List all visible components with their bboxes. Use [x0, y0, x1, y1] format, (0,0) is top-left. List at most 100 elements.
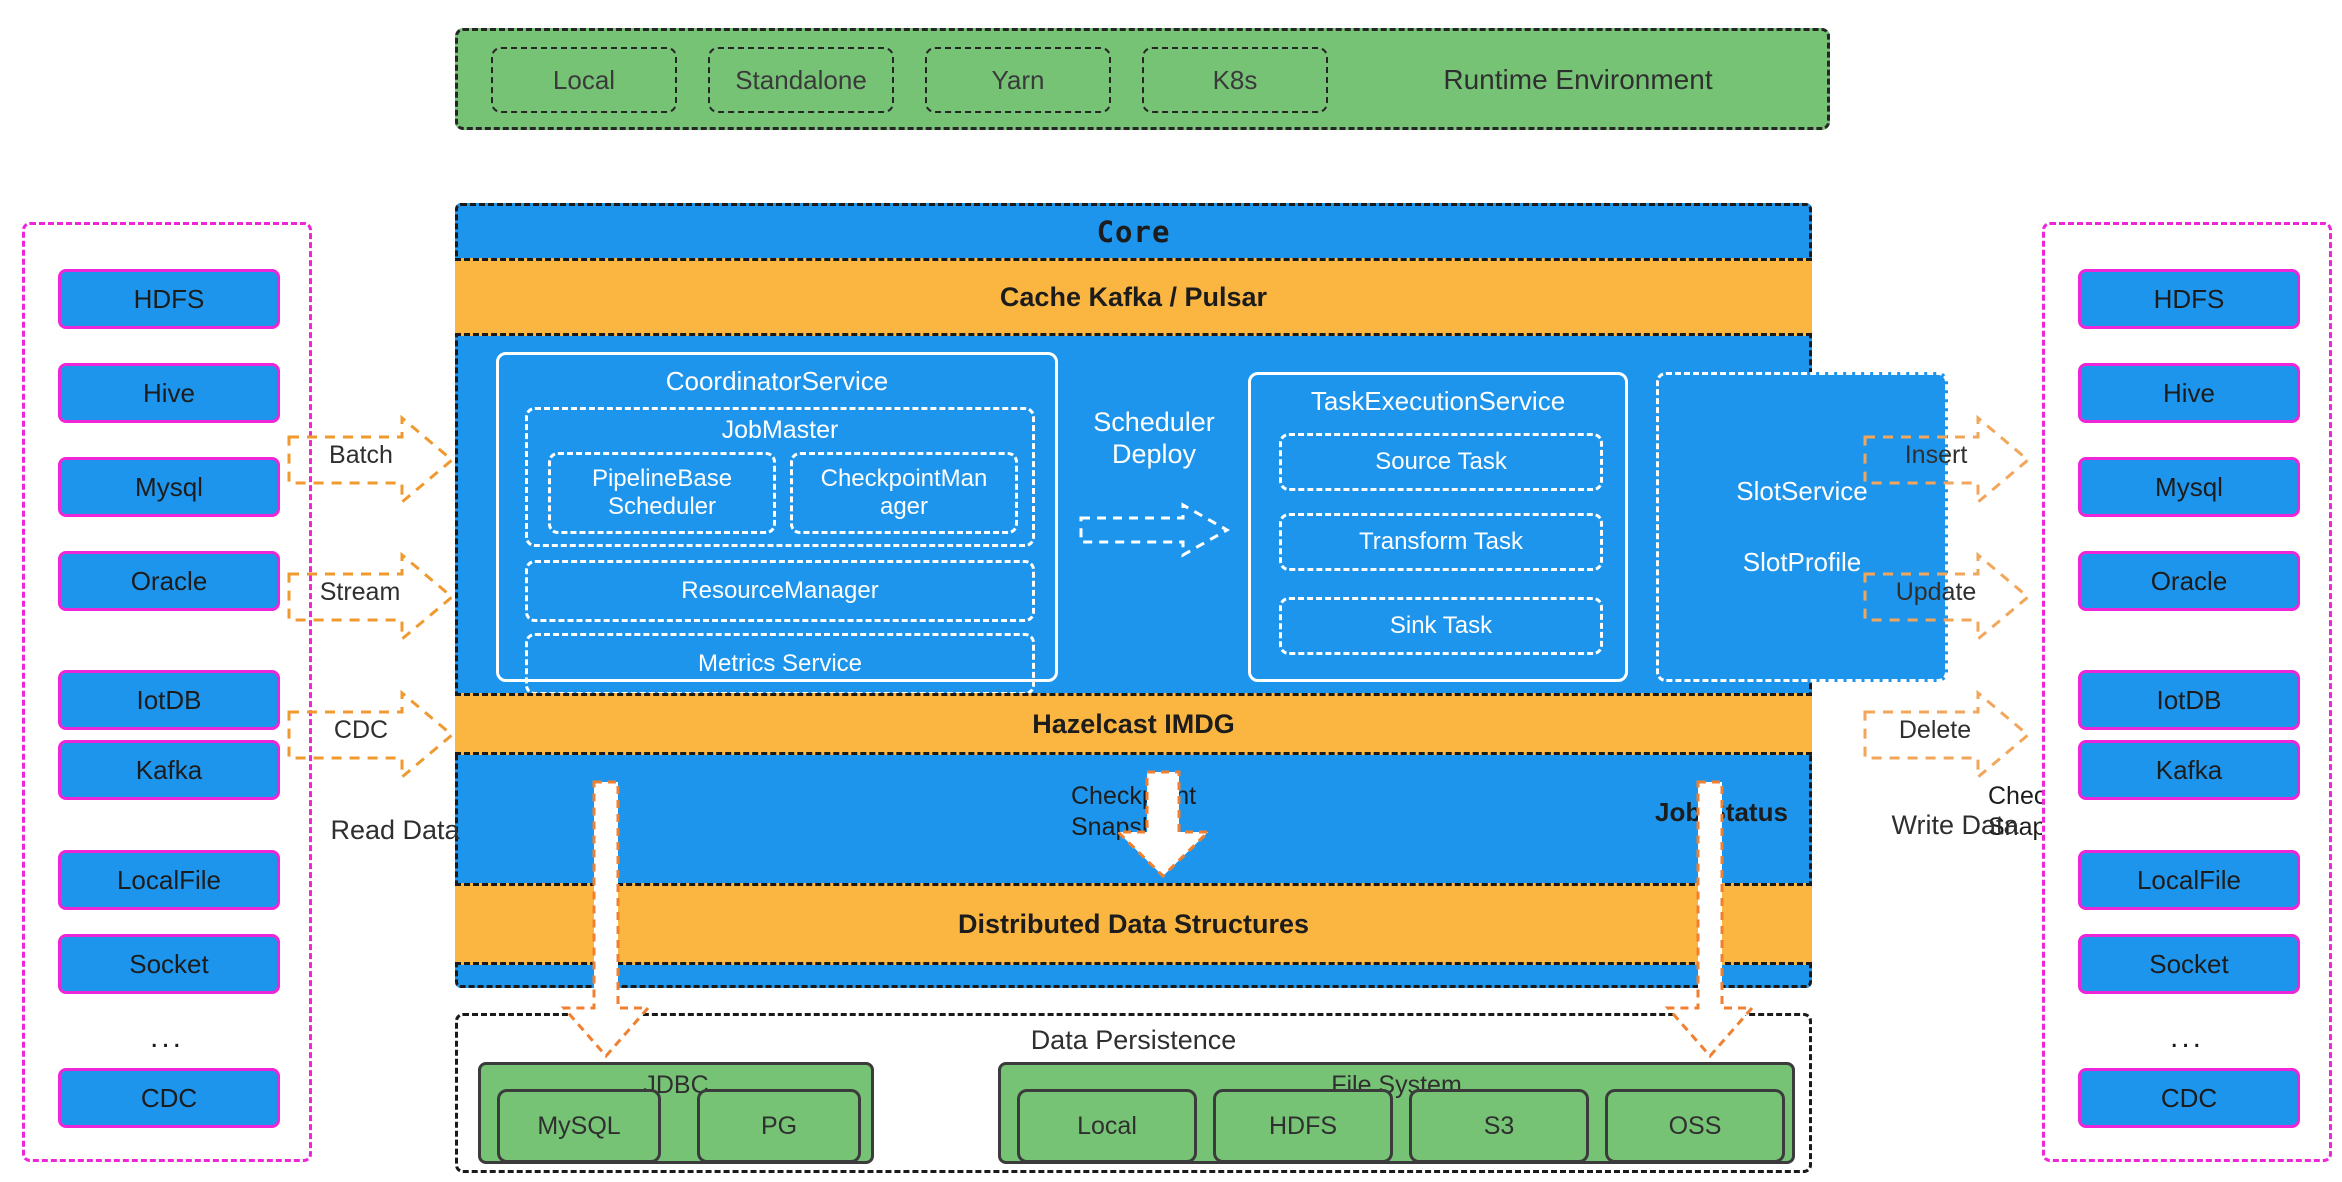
hazelcast-imdg-band: Hazelcast IMDG — [455, 693, 1812, 755]
sink-task-box: Sink Task — [1279, 597, 1603, 655]
file-system-group: File System Local HDFS S3 OSS — [998, 1062, 1795, 1164]
source-connector-cdc[interactable]: CDC — [58, 1068, 280, 1128]
runtime-chip-label: K8s — [1212, 64, 1258, 95]
persistence-chip-label: S3 — [1483, 1111, 1515, 1140]
cache-kafka-pulsar-band: Cache Kafka / Pulsar — [455, 258, 1812, 336]
connector-label: Mysql — [2155, 471, 2223, 502]
source-connector-oracle[interactable]: Oracle — [58, 551, 280, 611]
source-connector-hive[interactable]: Hive — [58, 363, 280, 423]
source-flow-label-stream: Stream — [319, 577, 401, 606]
source-flow-label-cdc: CDC — [333, 715, 389, 744]
task-execution-service-title: TaskExecutionService — [1310, 385, 1566, 416]
source-flow-arrow-stream — [287, 552, 455, 642]
sink-connector-hive[interactable]: Hive — [2078, 363, 2300, 423]
slot-service-panel: SlotService SlotProfile — [1656, 372, 1948, 682]
scheduler-deploy-arrow — [1079, 502, 1230, 558]
connector-label: Kafka — [2155, 754, 2223, 785]
checkpoint-snapshot-left-arrow — [560, 780, 652, 1059]
source-connector-socket[interactable]: Socket — [58, 934, 280, 994]
sink-connector-kafka[interactable]: Kafka — [2078, 740, 2300, 800]
connector-label: HDFS — [2153, 283, 2225, 314]
sink-connector-localfile[interactable]: LocalFile — [2078, 850, 2300, 910]
sink-ellipsis: ... — [2169, 1021, 2204, 1054]
slot-service-label: SlotService — [1736, 476, 1868, 506]
sink-flow-arrow-delete — [1863, 690, 2031, 780]
sink-connector-oracle[interactable]: Oracle — [2078, 551, 2300, 611]
persistence-chip-label: MySQL — [537, 1111, 621, 1140]
jobmaster-panel: JobMaster PipelineBase Scheduler Checkpo… — [525, 407, 1035, 547]
connector-label: IotDB — [2156, 684, 2222, 715]
checkpoint-manager-box: CheckpointManager — [790, 452, 1018, 534]
persistence-chip-label: HDFS — [1268, 1111, 1338, 1140]
sink-flow-arrow-update — [1863, 552, 2031, 642]
sink-flow-label-update: Update — [1895, 577, 1977, 606]
jobmaster-title: JobMaster — [721, 415, 839, 444]
connector-label: Hive — [2162, 377, 2215, 408]
data-persistence-title: Data Persistence — [1030, 1024, 1237, 1055]
connector-label: LocalFile — [2136, 864, 2242, 895]
persistence-chip-label: PG — [760, 1111, 798, 1140]
connector-label: HDFS — [133, 283, 205, 314]
coordinator-service-panel: CoordinatorService JobMaster PipelineBas… — [496, 352, 1058, 695]
read-data-caption: Read Data — [330, 814, 460, 845]
persistence-chip-mysql[interactable]: MySQL — [497, 1089, 661, 1163]
runtime-chip-standalone[interactable]: Standalone — [708, 47, 894, 113]
pipelinebase-scheduler-label: PipelineBase Scheduler — [591, 465, 733, 520]
pipelinebase-scheduler-box: PipelineBase Scheduler — [548, 452, 776, 534]
source-connector-localfile[interactable]: LocalFile — [58, 850, 280, 910]
coordinator-service-title: CoordinatorService — [665, 365, 889, 396]
source-flow-arrow-cdc — [287, 690, 455, 780]
persistence-chip-hdfs[interactable]: HDFS — [1213, 1089, 1393, 1163]
connector-label: Oracle — [2150, 565, 2228, 596]
sink-connectors-panel: HDFS Hive Mysql Oracle IotDB Kafka Local… — [2042, 222, 2332, 1162]
task-execution-service-panel: TaskExecutionService Source Task Transfo… — [1248, 372, 1628, 682]
connector-label: LocalFile — [116, 864, 222, 895]
source-connector-hdfs[interactable]: HDFS — [58, 269, 280, 329]
sink-connector-cdc[interactable]: CDC — [2078, 1068, 2300, 1128]
source-flow-arrow-batch — [287, 415, 455, 505]
persistence-chip-local[interactable]: Local — [1017, 1089, 1197, 1163]
sink-flow-label-delete: Delete — [1898, 715, 1972, 744]
metrics-service-box: Metrics Service — [525, 633, 1035, 695]
source-flow-label-batch: Batch — [329, 440, 393, 469]
source-connector-mysql[interactable]: Mysql — [58, 457, 280, 517]
connector-label: CDC — [140, 1082, 198, 1113]
checkpoint-manager-label: CheckpointManager — [820, 465, 988, 520]
connector-label: Socket — [2149, 948, 2229, 979]
persistence-chip-label: Local — [1077, 1111, 1137, 1140]
connector-label: Kafka — [135, 754, 203, 785]
core-panel: Core Cache Kafka / Pulsar CoordinatorSer… — [455, 203, 2113, 988]
runtime-chip-local[interactable]: Local — [491, 47, 677, 113]
source-connector-iotdb[interactable]: IotDB — [58, 670, 280, 730]
connector-label: CDC — [2160, 1082, 2218, 1113]
runtime-chip-label: Standalone — [735, 64, 867, 95]
persistence-chip-pg[interactable]: PG — [697, 1089, 861, 1163]
checkpoint-snapshot-right-arrow — [1664, 780, 1756, 1059]
transform-task-box: Transform Task — [1279, 513, 1603, 571]
sink-flow-label-insert: Insert — [1904, 440, 1968, 469]
sink-flow-arrow-insert — [1863, 415, 2031, 505]
connector-label: Oracle — [130, 565, 208, 596]
core-service-row: CoordinatorService JobMaster PipelineBas… — [496, 352, 1948, 695]
runtime-environment-panel: Local Standalone Yarn K8s Runtime Enviro… — [455, 28, 1830, 130]
sink-connector-mysql[interactable]: Mysql — [2078, 457, 2300, 517]
source-task-box: Source Task — [1279, 433, 1603, 491]
runtime-chip-yarn[interactable]: Yarn — [925, 47, 1111, 113]
runtime-chip-label: Yarn — [991, 64, 1045, 95]
write-data-caption: Write Data — [1891, 809, 2019, 840]
runtime-chip-k8s[interactable]: K8s — [1142, 47, 1328, 113]
distributed-data-structures-band: Distributed Data Structures — [455, 883, 1812, 965]
source-connectors-panel: HDFS Hive Mysql Oracle IotDB Kafka Local… — [22, 222, 312, 1162]
sink-connector-socket[interactable]: Socket — [2078, 934, 2300, 994]
resource-manager-box: ResourceManager — [525, 560, 1035, 622]
jdbc-group: JDBC MySQL PG — [478, 1062, 874, 1164]
persistence-chip-oss[interactable]: OSS — [1605, 1089, 1785, 1163]
persistence-chip-label: OSS — [1668, 1111, 1722, 1140]
runtime-chip-label: Local — [552, 64, 616, 95]
source-connector-kafka[interactable]: Kafka — [58, 740, 280, 800]
core-title: Core — [1096, 215, 1171, 249]
sink-connector-hdfs[interactable]: HDFS — [2078, 269, 2300, 329]
persistence-chip-s3[interactable]: S3 — [1409, 1089, 1589, 1163]
connector-label: Hive — [142, 377, 195, 408]
sink-connector-iotdb[interactable]: IotDB — [2078, 670, 2300, 730]
